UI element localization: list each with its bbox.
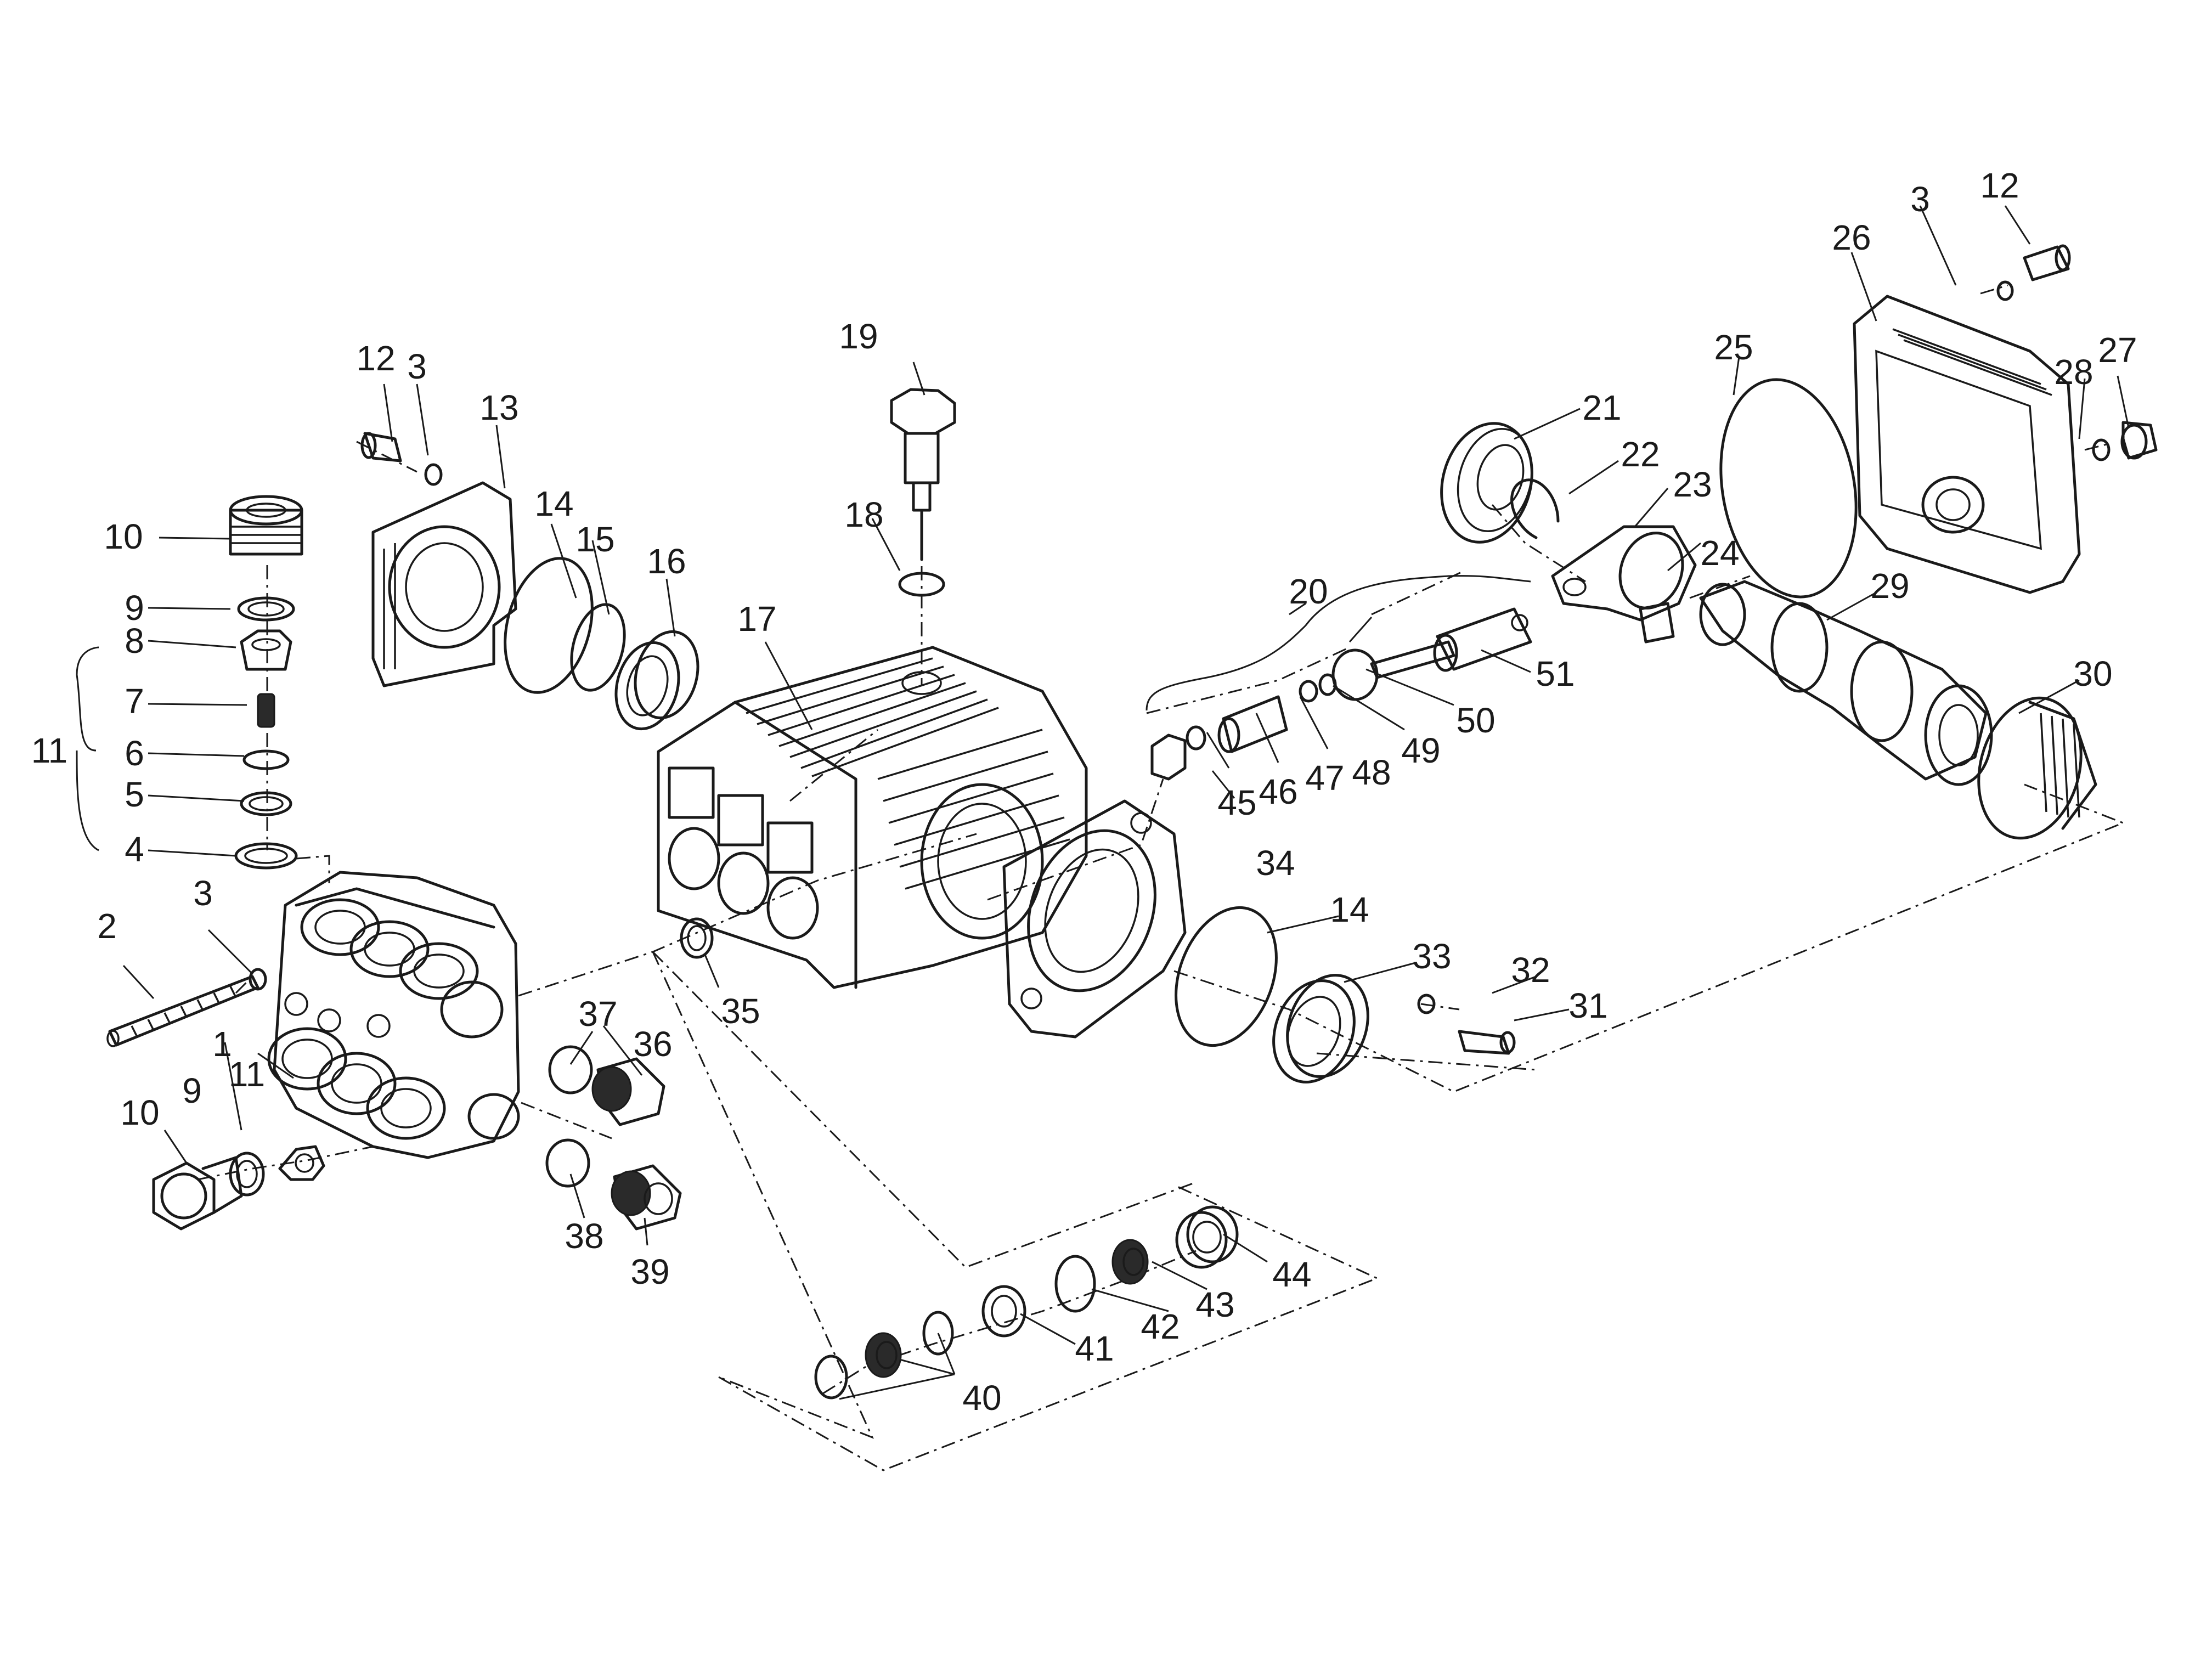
label-part-22: 22 <box>1621 435 1660 474</box>
label-part-20: 20 <box>1289 572 1328 611</box>
washer-parts <box>249 280 2014 991</box>
label-part-26: 26 <box>1832 218 1871 257</box>
packing-set-parts <box>814 1205 1239 1400</box>
label-part-48: 48 <box>1352 753 1391 792</box>
label-part-32: 32 <box>1511 950 1550 990</box>
label-part-44: 44 <box>1272 1255 1311 1294</box>
label-part-17: 17 <box>737 599 776 639</box>
piston-assembly-parts <box>1150 607 1532 781</box>
label-part-3-top: 3 <box>407 347 427 386</box>
part-number-labels: 10 9 8 7 6 5 4 11 2 3 1 11 9 10 12 3 13 … <box>31 166 2137 1418</box>
assembly-guide-lines <box>197 284 2126 1471</box>
label-part-42: 42 <box>1141 1307 1180 1346</box>
label-part-13: 13 <box>479 388 518 427</box>
circlip-part <box>1510 478 1560 539</box>
sleeve-part <box>614 630 699 731</box>
drain-plug-parts <box>2092 421 2158 461</box>
label-part-3-left: 3 <box>193 873 213 913</box>
needle-bearing-part <box>1977 696 2097 840</box>
cap-screw-parts <box>360 244 2071 462</box>
label-part-3-right: 3 <box>1910 179 1930 219</box>
label-part-21: 21 <box>1582 388 1621 427</box>
fitting-parts <box>545 1045 682 1231</box>
small-seal-part <box>680 917 714 959</box>
ball-bearing-part <box>1440 422 1533 544</box>
label-part-45: 45 <box>1217 783 1256 822</box>
label-part-9-bottom: 9 <box>182 1071 202 1110</box>
label-part-31: 31 <box>1568 986 1607 1025</box>
label-part-19: 19 <box>839 317 878 356</box>
flange-screw-parts <box>1417 994 1516 1055</box>
label-part-30: 30 <box>2073 654 2112 693</box>
cover-gasket-part <box>1719 378 1858 599</box>
bottom-valve-parts <box>152 1145 325 1231</box>
crankshaft-part <box>1699 580 1993 786</box>
label-part-14-right: 14 <box>1330 890 1369 929</box>
rear-cover-part <box>1853 295 2081 594</box>
label-part-43: 43 <box>1195 1285 1234 1324</box>
long-stud-bolt-part <box>106 975 259 1047</box>
label-part-36: 36 <box>633 1024 672 1064</box>
label-part-39: 39 <box>630 1252 669 1291</box>
oil-cap-part <box>890 388 956 597</box>
label-part-12-left: 12 <box>356 338 395 378</box>
label-part-14-top: 14 <box>534 484 573 523</box>
label-part-12-right: 12 <box>1980 166 2019 205</box>
label-part-6: 6 <box>125 733 144 773</box>
crankcase-part <box>657 646 1088 989</box>
label-part-8: 8 <box>125 621 144 661</box>
label-part-11-group: 11 <box>31 731 67 770</box>
label-part-24: 24 <box>1700 533 1739 573</box>
label-part-18: 18 <box>844 495 883 534</box>
label-part-27: 27 <box>2098 330 2137 370</box>
label-part-5: 5 <box>125 775 144 814</box>
label-part-28: 28 <box>2054 352 2093 392</box>
label-part-37: 37 <box>578 994 617 1034</box>
label-part-7: 7 <box>125 681 144 721</box>
label-part-25: 25 <box>1714 328 1753 367</box>
label-part-33: 33 <box>1412 936 1451 976</box>
valve-stack-parts <box>229 495 303 870</box>
connecting-rod-part <box>1551 525 1697 644</box>
label-part-10-top: 10 <box>104 517 143 556</box>
seal-housing-part <box>371 481 517 687</box>
label-part-50: 50 <box>1456 701 1495 740</box>
label-part-40: 40 <box>962 1378 1001 1418</box>
leader-lines <box>76 205 2130 1400</box>
label-part-2: 2 <box>97 906 117 946</box>
label-part-9-top: 9 <box>125 588 144 628</box>
label-part-38: 38 <box>565 1216 603 1256</box>
label-part-1: 1 <box>212 1024 232 1064</box>
label-part-51: 51 <box>1536 654 1575 693</box>
label-part-49: 49 <box>1401 731 1440 770</box>
label-part-4: 4 <box>125 830 144 869</box>
label-part-29: 29 <box>1870 566 1909 606</box>
label-part-46: 46 <box>1259 772 1297 811</box>
label-part-41: 41 <box>1075 1329 1114 1368</box>
oil-seal-part <box>1272 974 1369 1084</box>
label-part-35: 35 <box>721 991 760 1031</box>
manifold-head-part <box>267 871 520 1159</box>
label-part-10-bottom: 10 <box>120 1093 159 1132</box>
label-part-34: 34 <box>1256 843 1295 883</box>
label-part-47: 47 <box>1305 758 1344 798</box>
label-part-16: 16 <box>647 541 686 581</box>
label-part-23: 23 <box>1673 465 1712 504</box>
label-part-11-bottom: 11 <box>229 1054 265 1094</box>
bearing-flange-part <box>1002 799 1187 1039</box>
label-part-15: 15 <box>575 520 614 559</box>
o-ring-parts <box>504 557 1278 1047</box>
